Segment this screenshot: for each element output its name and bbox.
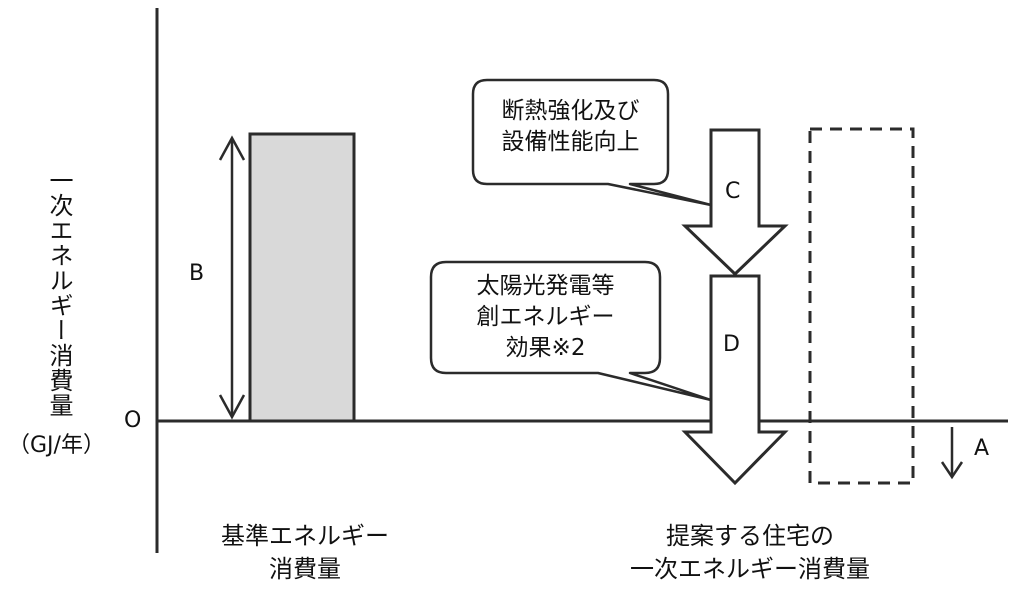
label-a: A [974,436,990,461]
b-double-arrow [218,135,246,420]
proposed-energy-dashed-box [808,127,915,485]
bottom-label-proposed: 提案する住宅の 一次エネルギー消費量 [600,520,900,586]
upper-callout-bubble [471,78,713,207]
c-arrow [681,128,789,277]
label-c: C [725,179,741,204]
lower-callout-bubble [429,260,713,402]
bottom-label-reference: 基準エネルギー 消費量 [185,520,425,586]
upper-callout-line-2: 設備性能向上 [501,129,640,155]
reference-energy-bar [248,132,356,423]
lower-callout-line-3: 効果※2 [505,335,586,361]
y-axis-unit: （GJ/年） [8,433,105,458]
upper-callout-line-1: 断熱強化及び [501,98,640,124]
lower-callout-text: 太陽光発電等 創エネルギー 効果※2 [431,271,660,364]
upper-callout-text: 断熱強化及び 設備性能向上 [473,96,668,158]
bottom-label-reference-line-1: 基準エネルギー [221,522,389,550]
d-arrow [681,274,789,486]
lower-callout-line-1: 太陽光発電等 [476,273,615,299]
bottom-label-reference-line-2: 消費量 [269,555,341,583]
bottom-label-proposed-line-1: 提案する住宅の [666,522,834,550]
y-axis-title: 一次エネルギー消費量 [45,168,73,418]
a-down-arrow [940,427,964,480]
label-b: B [189,261,205,286]
bottom-label-proposed-line-2: 一次エネルギー消費量 [630,555,870,583]
lower-callout-line-2: 創エネルギー [476,304,615,330]
label-d: D [723,332,740,357]
zero-label: O [124,408,142,433]
